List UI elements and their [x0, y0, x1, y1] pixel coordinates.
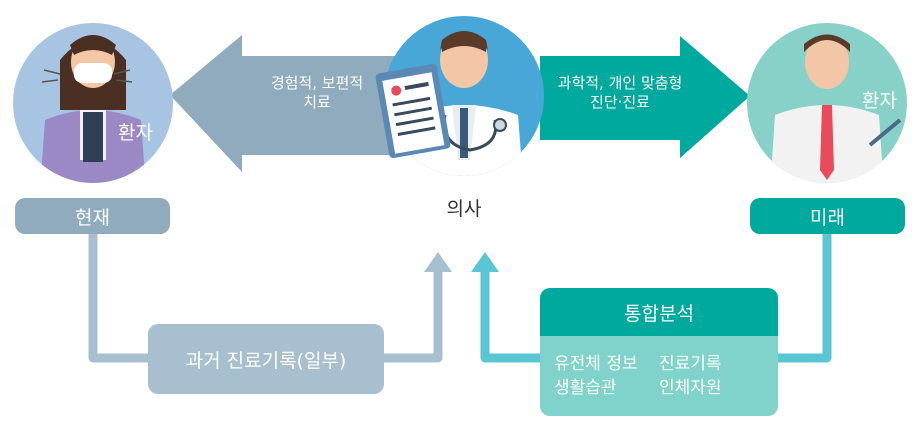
- present-patient-illustration: [13, 23, 173, 183]
- future-patient-tag: 환자: [862, 90, 897, 112]
- future-patient-illustration: [747, 23, 907, 183]
- integrated-item: 인체자원: [659, 378, 722, 398]
- left-arrow-label-line1: 경험적, 보편적: [270, 74, 364, 92]
- integrated-analysis-box: 통합분석 유전체 정보 진료기록 생활습관 인체자원: [540, 288, 778, 416]
- right-arrow-label: 과학적, 개인 맞춤형 진단·진료: [545, 74, 695, 112]
- present-label: 현재: [15, 198, 170, 234]
- left-arrow-label: 경험적, 보편적 치료: [242, 74, 392, 112]
- past-records-arrow-line: [384, 272, 443, 363]
- future-connector-line: [772, 232, 832, 363]
- left-arrow: [170, 35, 400, 172]
- right-arrow-label-line2: 진단·진료: [590, 92, 650, 111]
- right-arrow: [540, 36, 750, 158]
- integrated-item: 유전체 정보: [554, 353, 638, 374]
- integrated-arrow-line: [480, 272, 545, 363]
- doctor-label: 의사: [446, 198, 482, 220]
- doctor-illustration: [375, 16, 544, 176]
- integrated-item: 진료기록: [659, 353, 722, 374]
- left-arrow-label-line2: 치료: [303, 92, 331, 111]
- integrated-analysis-title: 통합분석: [540, 288, 778, 336]
- integrated-analysis-items: 유전체 정보 진료기록 생활습관 인체자원: [540, 336, 778, 416]
- integrated-arrow-head: [471, 252, 499, 272]
- integrated-item: 생활습관: [554, 378, 617, 398]
- right-arrow-label-line1: 과학적, 개인 맞춤형: [557, 74, 683, 92]
- past-records-arrow-head: [424, 252, 452, 272]
- present-patient-tag: 환자: [118, 122, 153, 144]
- future-label: 미래: [750, 198, 905, 234]
- past-records-box: 과거 진료기록(일부): [148, 324, 384, 394]
- present-connector-line: [88, 232, 155, 363]
